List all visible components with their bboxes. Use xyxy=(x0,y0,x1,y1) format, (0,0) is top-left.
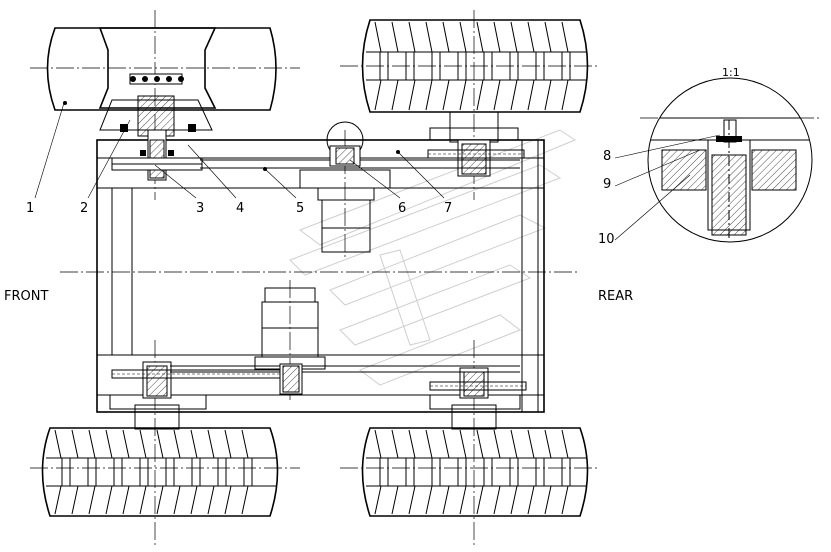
callout-9: 9 xyxy=(603,177,611,192)
callout-4: 4 xyxy=(236,201,244,216)
callout-5: 5 xyxy=(296,201,304,216)
rear-top-hub xyxy=(396,111,525,177)
callout-3: 3 xyxy=(196,201,204,216)
detail-view xyxy=(647,77,813,243)
front-bottom-hub xyxy=(109,361,293,430)
rear-label: REAR xyxy=(598,289,633,304)
callout-10: 10 xyxy=(598,232,615,247)
rear-top-wheel xyxy=(361,19,589,113)
watermark xyxy=(289,129,577,386)
callout-8: 8 xyxy=(603,149,611,164)
callout-1: 1 xyxy=(26,201,34,216)
front-bottom-wheel xyxy=(41,427,279,517)
rear-bottom-wheel xyxy=(361,427,589,517)
front-left-wheel xyxy=(46,27,277,111)
scale-label: 1:1 xyxy=(722,66,740,79)
top-motor xyxy=(299,121,391,253)
rear-bottom-hub xyxy=(429,367,527,430)
bottom-motor xyxy=(254,287,326,395)
callout-2: 2 xyxy=(80,201,88,216)
front-label: FRONT xyxy=(4,289,48,304)
callout-6: 6 xyxy=(398,201,406,216)
callout-7: 7 xyxy=(444,201,452,216)
leader-lines xyxy=(34,102,721,241)
front-left-hub xyxy=(99,95,213,181)
